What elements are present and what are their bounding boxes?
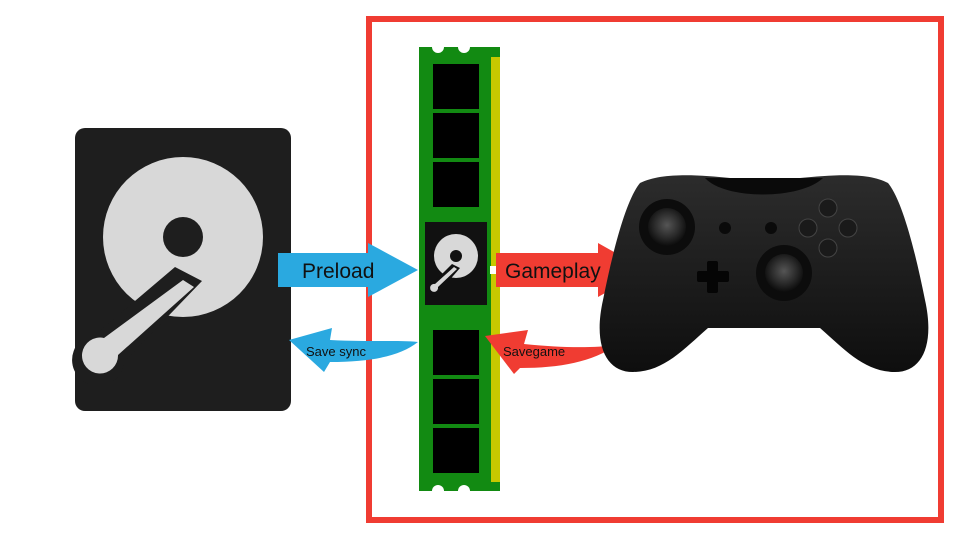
hard-drive-icon: [72, 128, 291, 411]
save-sync-arrow: Save sync: [289, 328, 418, 372]
gameplay-label: Gameplay: [505, 260, 601, 283]
preload-arrow: Preload: [278, 243, 418, 297]
savegame-arrow: Savegame: [485, 330, 617, 374]
save-sync-label: Save sync: [306, 344, 366, 359]
gamepad-icon: [599, 175, 929, 372]
cached-drive-icon: [426, 234, 478, 297]
preload-label: Preload: [302, 260, 374, 283]
savegame-label: Savegame: [503, 344, 565, 359]
